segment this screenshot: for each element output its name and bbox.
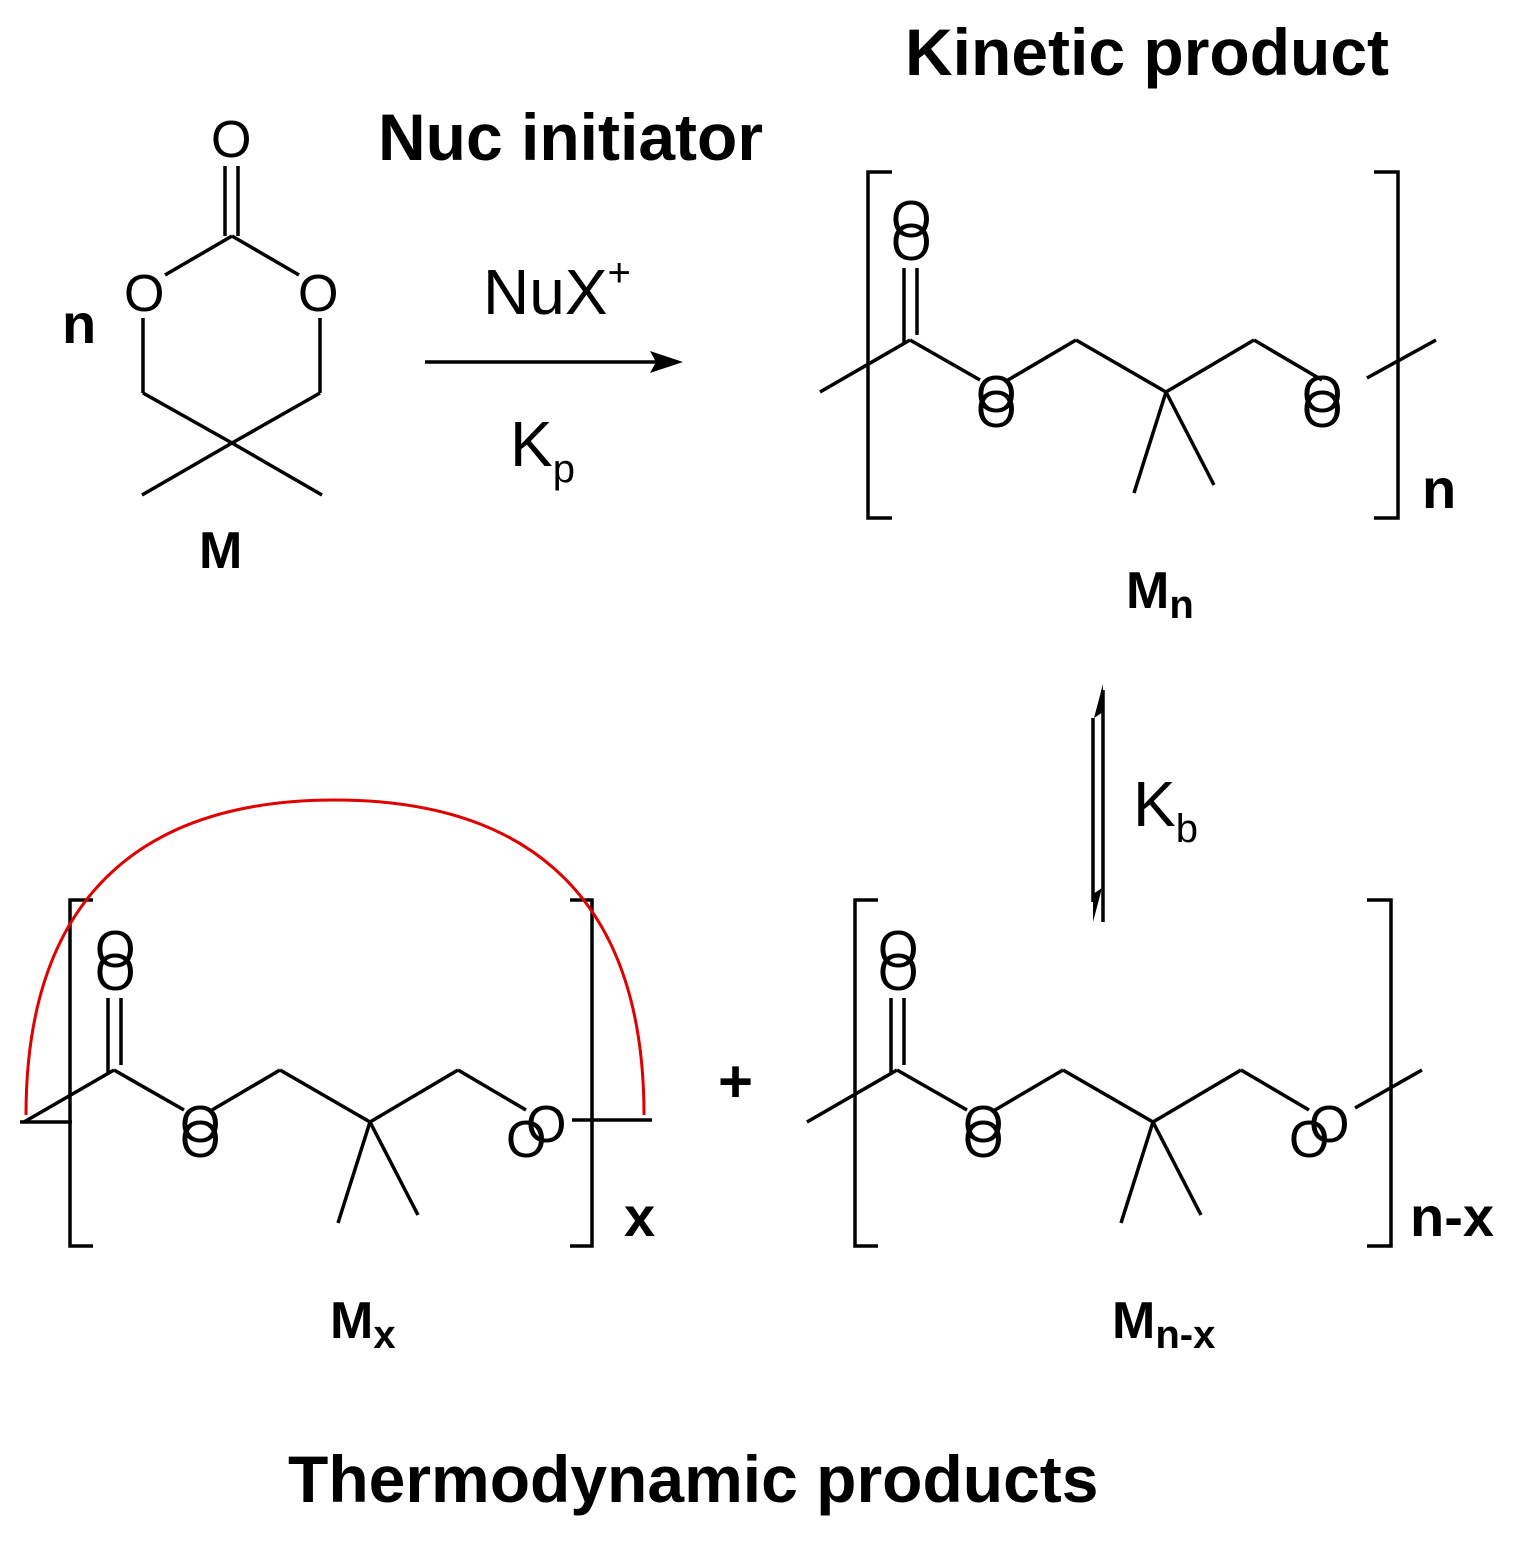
kinetic-product-label: Mn: [1126, 562, 1194, 627]
cyclic-product-structure: O O O x Mx: [20, 798, 655, 1357]
monomer-structure: n O O O M: [62, 111, 338, 580]
ring-bond: [164, 234, 233, 277]
ring-oxygen-left: O: [124, 265, 164, 323]
monomer-count-label: n: [62, 292, 96, 355]
carbonyl-oxygen: O: [891, 214, 931, 272]
ether-oxygen: O: [1302, 366, 1342, 424]
reagent-nux: NuX+: [483, 251, 631, 328]
propagation-arrow: NuX+ Kp: [425, 251, 683, 491]
ester-oxygen: O: [963, 1096, 1003, 1154]
ring-bond: [231, 234, 300, 277]
chain-end-bond: [1366, 338, 1437, 380]
rate-constant-kp: Kp: [510, 408, 575, 491]
bracket-right: [1367, 898, 1393, 1248]
cyclization-arc: [24, 798, 646, 1116]
arrow-head: [650, 351, 683, 373]
ester-oxygen: O: [976, 366, 1016, 424]
title-kinetic-product: Kinetic product: [905, 15, 1389, 89]
repeat-count-n: n: [1422, 457, 1456, 520]
repeat-count-n-x: n-x: [1410, 1185, 1494, 1248]
kinetic-product-structure: O O O n Mn: [818, 170, 1456, 627]
plus-sign: +: [718, 1048, 753, 1115]
bracket-left: [866, 170, 892, 520]
ester-oxygen: O: [180, 1096, 220, 1154]
monomer-label: M: [199, 522, 242, 580]
ring-bond: [142, 391, 233, 445]
bracket-right: [1374, 170, 1400, 520]
ether-oxygen: O: [1309, 1096, 1349, 1154]
bracket-left: [853, 898, 878, 1248]
ring-oxygen-right: O: [298, 265, 338, 323]
carbonyl-oxygen: O: [95, 944, 135, 1002]
ring-bond: [231, 391, 321, 445]
carbonyl-oxygen: O: [211, 111, 251, 169]
methyl-bond: [141, 441, 233, 497]
bracket-left: [68, 898, 93, 1248]
methyl-bond: [231, 441, 323, 497]
ether-oxygen: O: [526, 1096, 566, 1154]
title-nuc-initiator: Nuc initiator: [378, 100, 763, 174]
repeat-count-x: x: [624, 1185, 655, 1248]
chain-end-bond: [1354, 1068, 1423, 1110]
title-thermodynamic-products: Thermodynamic products: [288, 1442, 1098, 1516]
bracket-right: [570, 898, 594, 1248]
rate-constant-kb: Kb: [1133, 768, 1198, 851]
remaining-chain-structure: O O O n-x Mn-x: [805, 898, 1494, 1357]
remaining-chain-label: Mn-x: [1112, 1292, 1215, 1357]
cyclic-product-label: Mx: [330, 1292, 396, 1357]
equilibrium-arrows: Kb: [1091, 684, 1198, 922]
carbonyl-oxygen: O: [878, 944, 918, 1002]
